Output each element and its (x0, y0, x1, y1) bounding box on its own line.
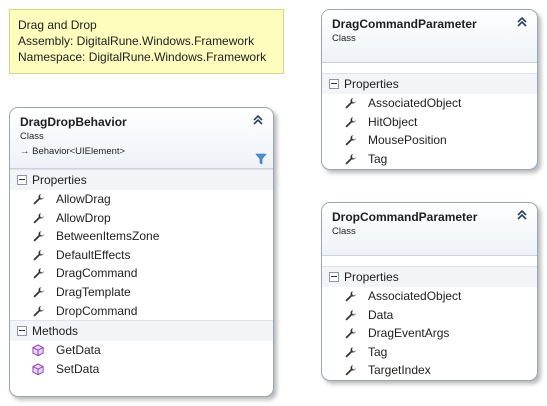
property-item[interactable]: Tag (322, 343, 537, 362)
section-label: Properties (32, 173, 87, 187)
property-item[interactable]: Tag (322, 150, 537, 169)
wrench-icon (345, 328, 356, 339)
wrench-icon (33, 212, 44, 224)
property-item[interactable]: BetweenItemsZone (10, 227, 273, 246)
member-name: AssociatedObject (368, 289, 462, 303)
section-label: Properties (344, 77, 399, 91)
member-name: DefaultEffects (56, 247, 131, 262)
member-name: DragCommand (56, 266, 138, 281)
note-assembly: Assembly: DigitalRune.Windows.Framework (18, 34, 255, 48)
property-item[interactable]: DragEventArgs (322, 324, 537, 343)
wrench-icon (345, 116, 356, 128)
wrench-icon (345, 291, 356, 302)
wrench-icon (345, 309, 356, 321)
member-name: AllowDrop (56, 210, 111, 225)
comment-note: Drag and Drop Assembly: DigitalRune.Wind… (9, 9, 284, 74)
cube-icon (32, 363, 44, 375)
class-box-drag-command-parameter[interactable]: DragCommandParameter Class Properties As… (321, 9, 538, 170)
double-chevron-up-icon[interactable] (251, 112, 265, 128)
member-name: DragTemplate (56, 284, 131, 299)
collapse-section-icon[interactable] (329, 79, 339, 89)
method-item[interactable]: SetData (10, 360, 273, 379)
class-name: DragDropBehavior (20, 115, 127, 129)
section-label: Properties (344, 270, 399, 284)
section-properties[interactable]: Properties (322, 73, 537, 94)
property-item[interactable]: TargetIndex (322, 361, 537, 380)
class-kind: Class (20, 131, 44, 142)
wrench-icon (33, 249, 44, 261)
wrench-icon (345, 135, 356, 146)
collapse-section-icon[interactable] (17, 326, 27, 337)
funnel-icon[interactable] (255, 153, 267, 165)
double-chevron-up-icon[interactable] (515, 14, 529, 30)
section-properties[interactable]: Properties (10, 169, 273, 190)
class-header: DropCommandParameter Class (322, 203, 537, 256)
property-item[interactable]: MousePosition (322, 131, 537, 150)
member-name: DropCommand (56, 303, 138, 318)
collapse-section-icon[interactable] (17, 175, 27, 185)
double-chevron-up-icon[interactable] (515, 207, 529, 223)
note-title: Drag and Drop (18, 18, 97, 32)
property-item[interactable]: AssociatedObject (322, 287, 537, 306)
member-name: MousePosition (368, 133, 447, 148)
member-name: AssociatedObject (368, 96, 462, 110)
wrench-icon (345, 153, 356, 165)
wrench-icon (345, 365, 356, 376)
member-name: GetData (56, 343, 101, 358)
wrench-icon (33, 268, 44, 279)
member-name: DragEventArgs (368, 326, 450, 341)
property-item[interactable]: DragTemplate (10, 283, 273, 302)
member-name: Tag (368, 151, 388, 166)
property-item[interactable]: AllowDrag (10, 190, 273, 209)
member-name: SetData (56, 361, 100, 376)
class-name: DragCommandParameter (332, 17, 477, 31)
class-name: DropCommandParameter (332, 210, 478, 224)
section-label: Methods (32, 324, 79, 339)
note-namespace: Namespace: DigitalRune.Windows.Framework (18, 50, 267, 64)
property-item[interactable]: AssociatedObject (322, 94, 537, 113)
member-name: AllowDrag (56, 192, 111, 206)
property-item[interactable]: Data (322, 306, 537, 325)
member-name: HitObject (368, 114, 418, 129)
base-class: → Behavior<UIElement> (20, 145, 263, 159)
wrench-icon (345, 98, 356, 109)
section-methods[interactable]: Methods (10, 320, 273, 342)
property-item[interactable]: HitObject (322, 113, 537, 132)
class-box-drop-command-parameter[interactable]: DropCommandParameter Class Properties As… (321, 202, 538, 381)
spacer (322, 256, 537, 266)
inheritance-arrow-icon: → (20, 146, 30, 157)
property-item[interactable]: DragCommand (10, 264, 273, 283)
class-kind: Class (332, 226, 356, 237)
property-item[interactable]: AllowDrop (10, 209, 273, 228)
collapse-section-icon[interactable] (329, 272, 339, 282)
wrench-icon (33, 231, 44, 242)
base-class-name: Behavior<UIElement> (32, 146, 126, 157)
cube-icon (32, 344, 44, 357)
wrench-icon (33, 287, 44, 298)
method-item[interactable]: GetData (10, 341, 273, 360)
member-name: Tag (368, 344, 388, 359)
wrench-icon (345, 346, 356, 358)
member-name: BetweenItemsZone (56, 229, 160, 244)
class-box-drag-drop-behavior[interactable]: DragDropBehavior Class → Behavior<UIElem… (9, 107, 274, 397)
property-item[interactable]: DropCommand (10, 302, 273, 321)
class-header: DragCommandParameter Class (322, 10, 537, 63)
class-header: DragDropBehavior Class → Behavior<UIElem… (10, 108, 273, 169)
section-properties[interactable]: Properties (322, 266, 537, 287)
member-name: Data (368, 307, 394, 322)
wrench-icon (33, 305, 44, 317)
class-kind: Class (332, 33, 356, 44)
member-name: TargetIndex (368, 363, 431, 378)
property-item[interactable]: DefaultEffects (10, 246, 273, 265)
wrench-icon (33, 194, 44, 205)
spacer (322, 63, 537, 73)
